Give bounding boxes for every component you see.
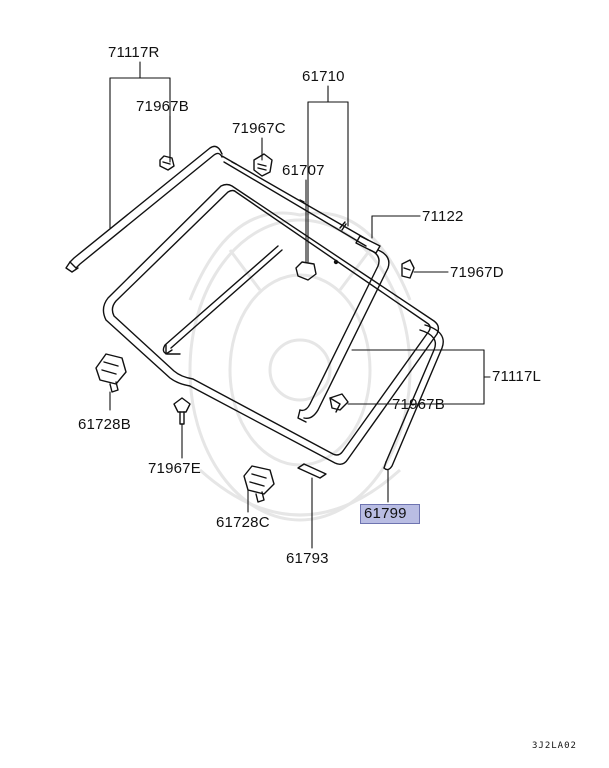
label-71967C: 71967C	[232, 120, 286, 137]
label-61728B: 61728B	[78, 416, 131, 433]
label-61793: 61793	[286, 550, 329, 567]
label-61728C: 61728C	[216, 514, 270, 531]
clip-71967E	[173, 397, 191, 425]
moulding-71117L	[297, 249, 390, 423]
label-61707: 61707	[282, 162, 325, 179]
label-71967D: 71967D	[450, 264, 504, 281]
bracket-61728B	[95, 353, 127, 393]
label-71122: 71122	[422, 208, 464, 225]
label-61799-highlighted[interactable]: 61799	[360, 504, 420, 524]
leader-lines	[109, 61, 491, 549]
watermark-emblem	[188, 211, 412, 522]
clip-71967B-mid	[329, 393, 349, 411]
clip-71967D	[401, 259, 415, 279]
clip-71967C	[253, 153, 273, 177]
label-71967B-mid: 71967B	[392, 396, 445, 413]
pad-61707	[295, 259, 339, 281]
label-71117R: 71117R	[108, 44, 160, 61]
windshield-glass	[102, 183, 440, 466]
clip-71967B-top	[159, 155, 175, 171]
diagram-code: 3J2LA02	[532, 741, 577, 751]
header-moulding	[221, 155, 369, 247]
label-71967B-top: 71967B	[136, 98, 189, 115]
moulding-71117R	[65, 145, 223, 273]
label-71117L: 71117L	[492, 368, 542, 385]
inner-frame	[162, 245, 283, 355]
spacer-61793	[297, 463, 327, 479]
label-61710: 61710	[302, 68, 345, 85]
label-71967E: 71967E	[148, 460, 201, 477]
